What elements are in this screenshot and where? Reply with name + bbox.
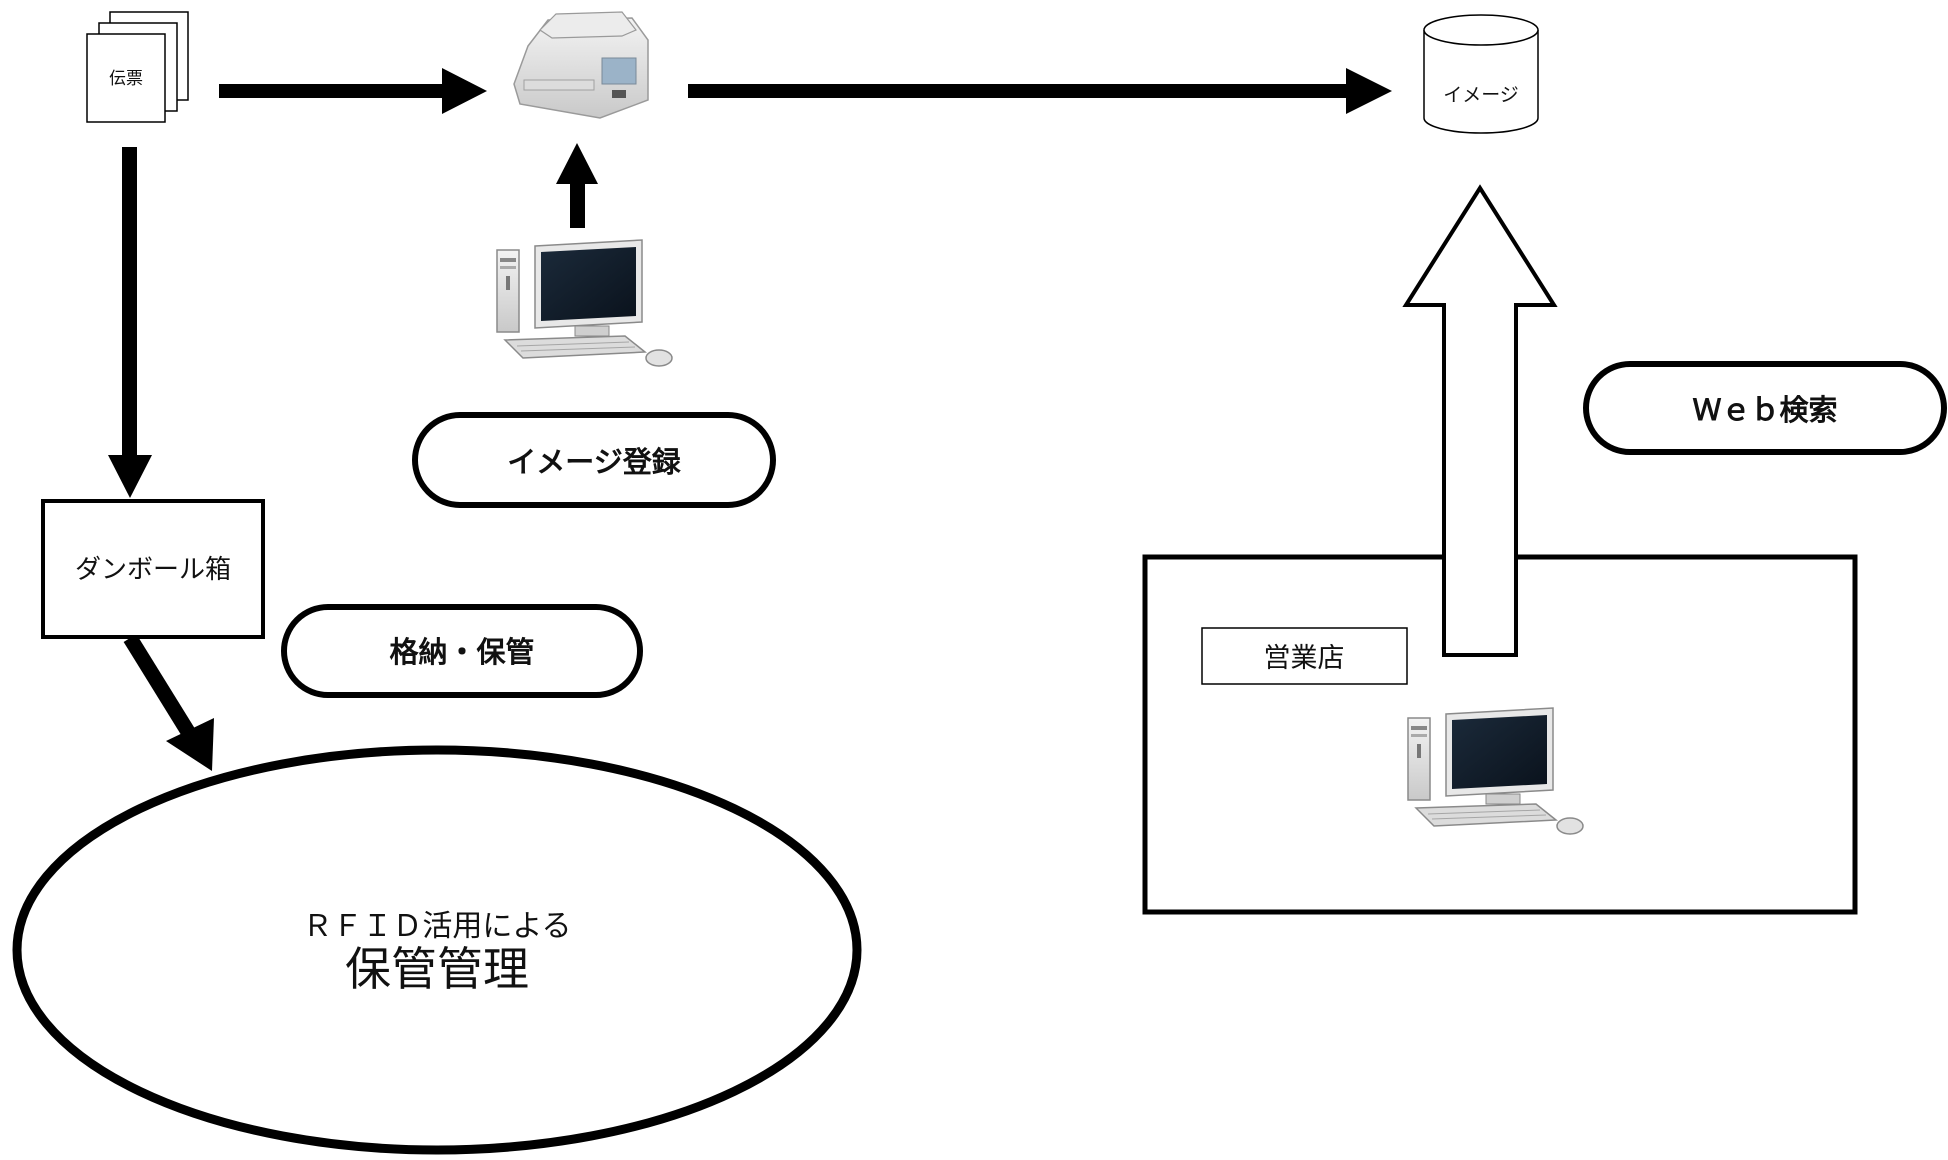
rfid-storage-title: 保管管理 [345,942,529,996]
arrow-box-to-storage [123,634,214,771]
image-registration-pill: イメージ登録 [412,412,776,508]
slip-label: 伝票 [109,69,143,89]
arrow-scanner-to-image [688,68,1392,114]
web-search-pill: Ｗｅｂ検索 [1583,361,1947,455]
cardboard-box-label: ダンボール箱 [75,555,231,585]
image-database-label: イメージ [1443,84,1519,106]
image-registration-label: イメージ登録 [507,445,681,479]
rfid-storage-subtitle: ＲＦＩＤ活用による [302,909,571,944]
image-database-icon [1423,14,1539,134]
web-search-label: Ｗｅｂ検索 [1692,393,1837,427]
cardboard-box-node: ダンボール箱 [41,499,265,639]
scanner-icon [513,11,649,119]
arrow-slip-to-box [108,147,152,498]
branch-office-label: 営業店 [1264,643,1345,674]
storage-label: 格納・保管 [389,635,534,669]
slip-stack-icon [86,11,189,123]
storage-pill: 格納・保管 [281,604,643,698]
arrow-pc-to-scanner [556,143,598,228]
branch-pc-icon [1407,707,1584,835]
arrow-branch-to-image [1402,184,1558,657]
arrow-slip-to-scanner [219,68,487,114]
branch-office-node: 営業店 [1142,554,1858,915]
rfid-storage-node: ＲＦＩＤ活用による 保管管理 [12,745,862,1155]
registration-pc-icon [496,239,673,367]
